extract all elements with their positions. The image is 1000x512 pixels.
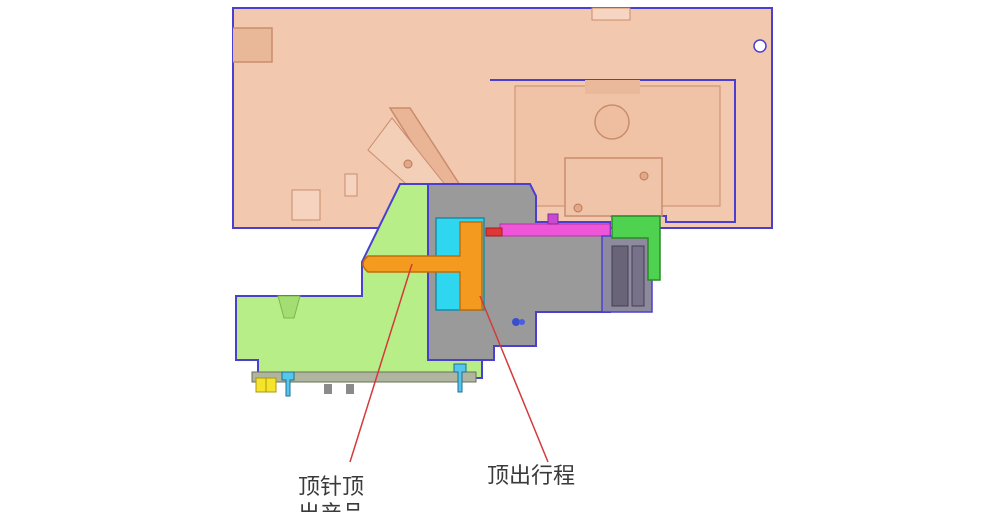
label-stroke: 顶出行程: [487, 464, 575, 489]
upper-mold-plate: [232, 7, 773, 229]
guide-pin-stub: [485, 227, 503, 237]
label-ejector-pin-line1: 顶针顶: [298, 475, 364, 500]
lifter-screw-1: [512, 318, 520, 326]
ejector-pin: [362, 221, 483, 311]
fastener-small-1: [324, 384, 332, 394]
slider-inner-notch: [277, 295, 301, 319]
mold-plate-boss: [594, 104, 630, 140]
mold-plate-small-hole-2: [573, 203, 583, 213]
bottom-rail: [251, 371, 477, 383]
mold-plate-top-notch: [233, 27, 273, 63]
fastener-small-2: [346, 384, 354, 394]
guide-pin-bushing: [547, 213, 559, 225]
fastener-yellow-1: [255, 377, 267, 393]
leader-line-stroke: [479, 295, 549, 463]
fastener-bolt-2: [453, 363, 467, 393]
lock-block: [611, 215, 661, 281]
mold-plate-slot-2: [344, 173, 358, 197]
mold-plate-top-slot: [591, 7, 631, 21]
base-plate-insert-2: [631, 245, 645, 307]
guide-pin: [499, 223, 611, 237]
label-ejector-pin-line2: 出产品: [298, 502, 364, 512]
lifter-screw-2: [519, 319, 525, 325]
mold-plate-pin-hole: [403, 159, 413, 169]
bottom-fasteners: [251, 363, 477, 397]
mold-plate-emboss: [585, 80, 640, 94]
base-plate-insert: [611, 245, 629, 307]
mold-plate-hole: [753, 39, 767, 53]
mold-plate-slot-1: [291, 189, 321, 221]
fastener-yellow-2: [265, 377, 277, 393]
mold-plate-small-hole-1: [639, 171, 649, 181]
leader-line-ejector-pin: [349, 263, 413, 463]
mold-plate-lower-pocket: [564, 157, 663, 217]
fastener-bolt-1: [281, 371, 295, 397]
